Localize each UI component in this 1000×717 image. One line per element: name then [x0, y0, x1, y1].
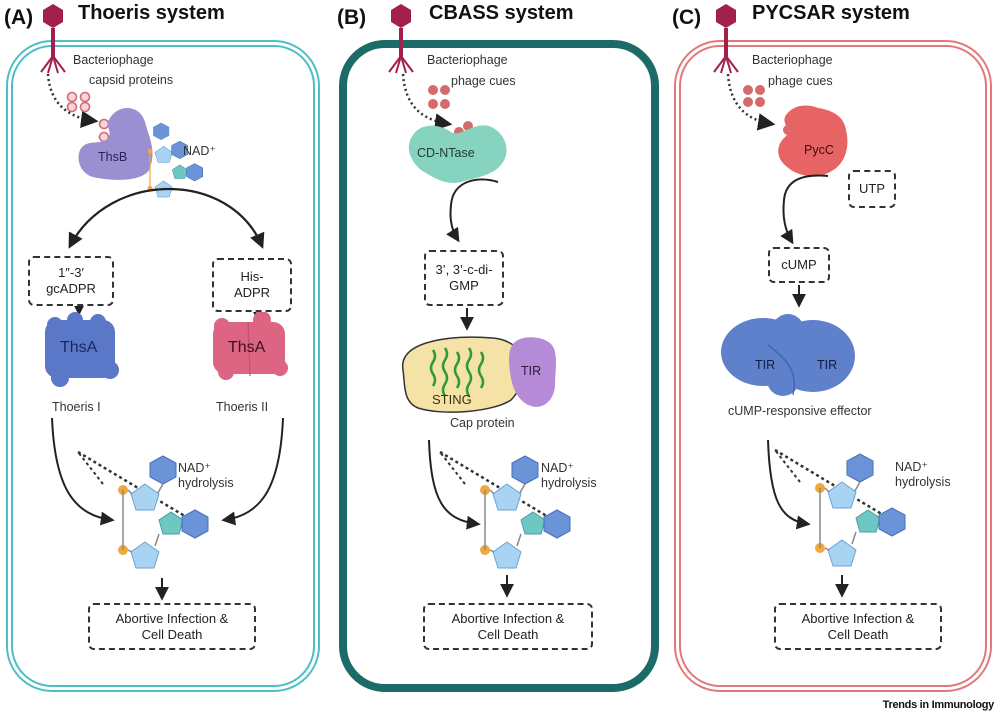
outcome-box: Abortive Infection &Cell Death — [774, 603, 942, 650]
effector-caption: Thoeris II — [216, 400, 269, 414]
phage-label: Bacteriophage — [427, 53, 508, 67]
outcome-line: Abortive Infection & — [801, 610, 915, 626]
bacteriophage-icon — [713, 3, 739, 74]
effector-caption: cUMP-responsive effector — [728, 404, 872, 418]
panel-cbass: (B) CBASS system Bacteriophage phage cue… — [333, 0, 663, 700]
bacteriophage-icon — [40, 3, 66, 74]
hydrolysis-label: NAD⁺ hydrolysis — [178, 461, 234, 491]
panel-thoeris: (A) Thoeris system — [0, 0, 330, 700]
phage-signal-arrow — [401, 73, 453, 131]
cd-ntase-protein-icon — [408, 125, 507, 183]
panel-label: (A) — [4, 6, 34, 29]
effector-label: ThsA — [228, 339, 266, 356]
effector-caption: Thoeris I — [52, 400, 101, 414]
signal-line: His- — [240, 269, 264, 284]
tir-interface — [767, 344, 795, 396]
cue-label: phage cues — [768, 74, 833, 88]
outcome-box: Abortive Infection &Cell Death — [423, 603, 593, 650]
hydrolysis-line: NAD⁺ — [541, 461, 574, 475]
signal-box-cump: cUMP — [768, 247, 830, 283]
phage-signal-arrow — [46, 73, 99, 129]
sensor-label: CD-NTase — [417, 146, 475, 160]
outcome-line: Cell Death — [477, 626, 539, 642]
arrow — [221, 417, 284, 526]
cue-label: phage cues — [451, 74, 516, 88]
cbass-diagram — [388, 3, 572, 598]
arrow — [767, 439, 811, 530]
phage-label: Bacteriophage — [752, 53, 833, 67]
hydrolysis-label: NAD⁺ hydrolysis — [895, 460, 951, 490]
arrow — [780, 174, 829, 245]
pycc-protein-icon — [778, 105, 848, 177]
substrate-label: NAD⁺ — [183, 144, 216, 158]
signal-box-gcadpr: 1″-3′gcADPR — [28, 256, 114, 306]
arrow — [446, 178, 499, 243]
signal-box-cdi-gmp: 3’, 3’-c-di-GMP — [424, 250, 504, 306]
outcome-line: Cell Death — [827, 626, 889, 642]
journal-credit: Trends in Immunology — [882, 699, 995, 711]
substrate-label: UTP — [859, 181, 885, 196]
thsb-protein-icon — [78, 107, 153, 180]
signal-box-his-adpr: His-ADPR — [212, 258, 292, 312]
thsa-thoeris-ii-icon — [213, 311, 288, 380]
hydrolysis-line: hydrolysis — [895, 475, 951, 489]
pycsar-diagram — [713, 3, 907, 598]
panel-label: (B) — [337, 6, 367, 29]
sensor-label: ThsB — [98, 150, 128, 164]
panel-title: CBASS system — [429, 2, 574, 24]
thoeris-diagram — [40, 3, 288, 601]
tir-label: TIR — [817, 358, 838, 372]
panel-title: Thoeris system — [78, 2, 225, 24]
phage-signal-arrow — [726, 73, 776, 131]
panel-pycsar: (C) PYCSAR system Bacteriophage phage cu… — [668, 0, 998, 700]
hydrolysis-line: hydrolysis — [541, 476, 597, 490]
tir-protein-icon — [509, 337, 556, 407]
sensor-label: PycC — [804, 143, 834, 157]
sting-helix-icon — [429, 347, 485, 397]
substrate-box-utp: UTP — [848, 170, 896, 208]
tir-dimer-icon — [721, 314, 855, 396]
arrow — [51, 417, 115, 526]
signal-label: cUMP — [781, 257, 817, 272]
hydrolysis-line: NAD⁺ — [895, 460, 928, 474]
effector-caption: Cap protein — [450, 416, 515, 430]
capsid-proteins-icon — [66, 91, 110, 143]
signal-line: GMP — [449, 278, 479, 293]
thsa-thoeris-i-icon — [45, 312, 119, 387]
nad-molecule-icon — [147, 122, 204, 198]
cue-label: capsid proteins — [89, 73, 174, 87]
panel-label: (C) — [672, 6, 702, 29]
signal-line: 3’, 3’-c-di- — [435, 262, 493, 277]
signal-line: 1″-3′ — [58, 265, 84, 280]
nad-hydrolysis-icon — [773, 448, 907, 568]
effector-label: ThsA — [60, 339, 98, 356]
outcome-line: Abortive Infection & — [115, 610, 229, 626]
signal-line: gcADPR — [46, 281, 96, 296]
panel-title: PYCSAR system — [752, 2, 910, 24]
phage-label: Bacteriophage — [73, 53, 154, 67]
signal-line: ADPR — [233, 285, 271, 300]
hydrolysis-line: NAD⁺ — [178, 461, 211, 475]
hydrolysis-line: hydrolysis — [178, 476, 234, 490]
outcome-line: Cell Death — [141, 626, 203, 642]
tir-label: TIR — [755, 358, 776, 372]
hydrolysis-label: NAD⁺ hydrolysis — [541, 461, 597, 491]
bacteriophage-icon — [388, 3, 414, 74]
branch-arrow — [68, 188, 265, 249]
outcome-line: Abortive Infection & — [451, 610, 565, 626]
arrow — [428, 439, 481, 530]
outcome-box: Abortive Infection &Cell Death — [88, 603, 256, 650]
sting-label: STING — [432, 392, 472, 407]
tir-label: TIR — [521, 364, 542, 378]
